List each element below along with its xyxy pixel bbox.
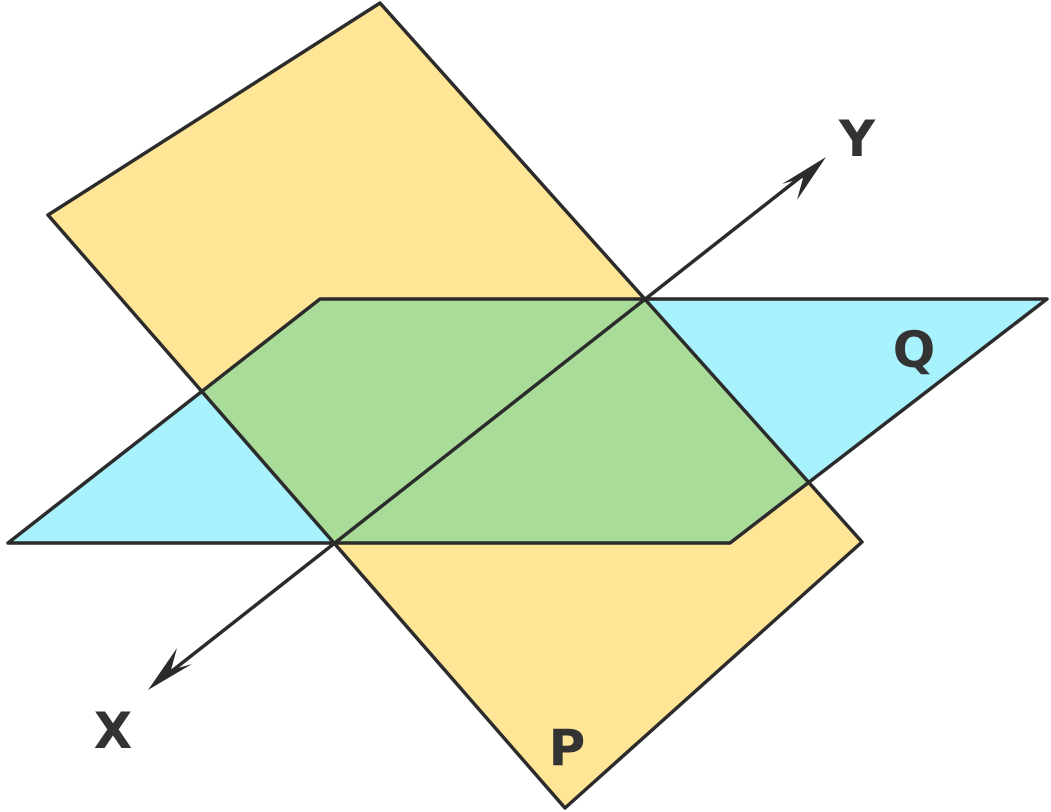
label-q: Q xyxy=(893,321,936,379)
arrowhead-x xyxy=(148,648,192,690)
label-y: Y xyxy=(838,110,876,168)
label-p: P xyxy=(549,719,586,777)
plane-p-outline xyxy=(46,1,864,810)
arrowhead-y xyxy=(782,157,826,200)
label-x: X xyxy=(94,702,133,760)
plane-q-outline xyxy=(6,297,1049,545)
intersection-line xyxy=(161,166,814,680)
planes-overlap-region xyxy=(201,299,809,543)
